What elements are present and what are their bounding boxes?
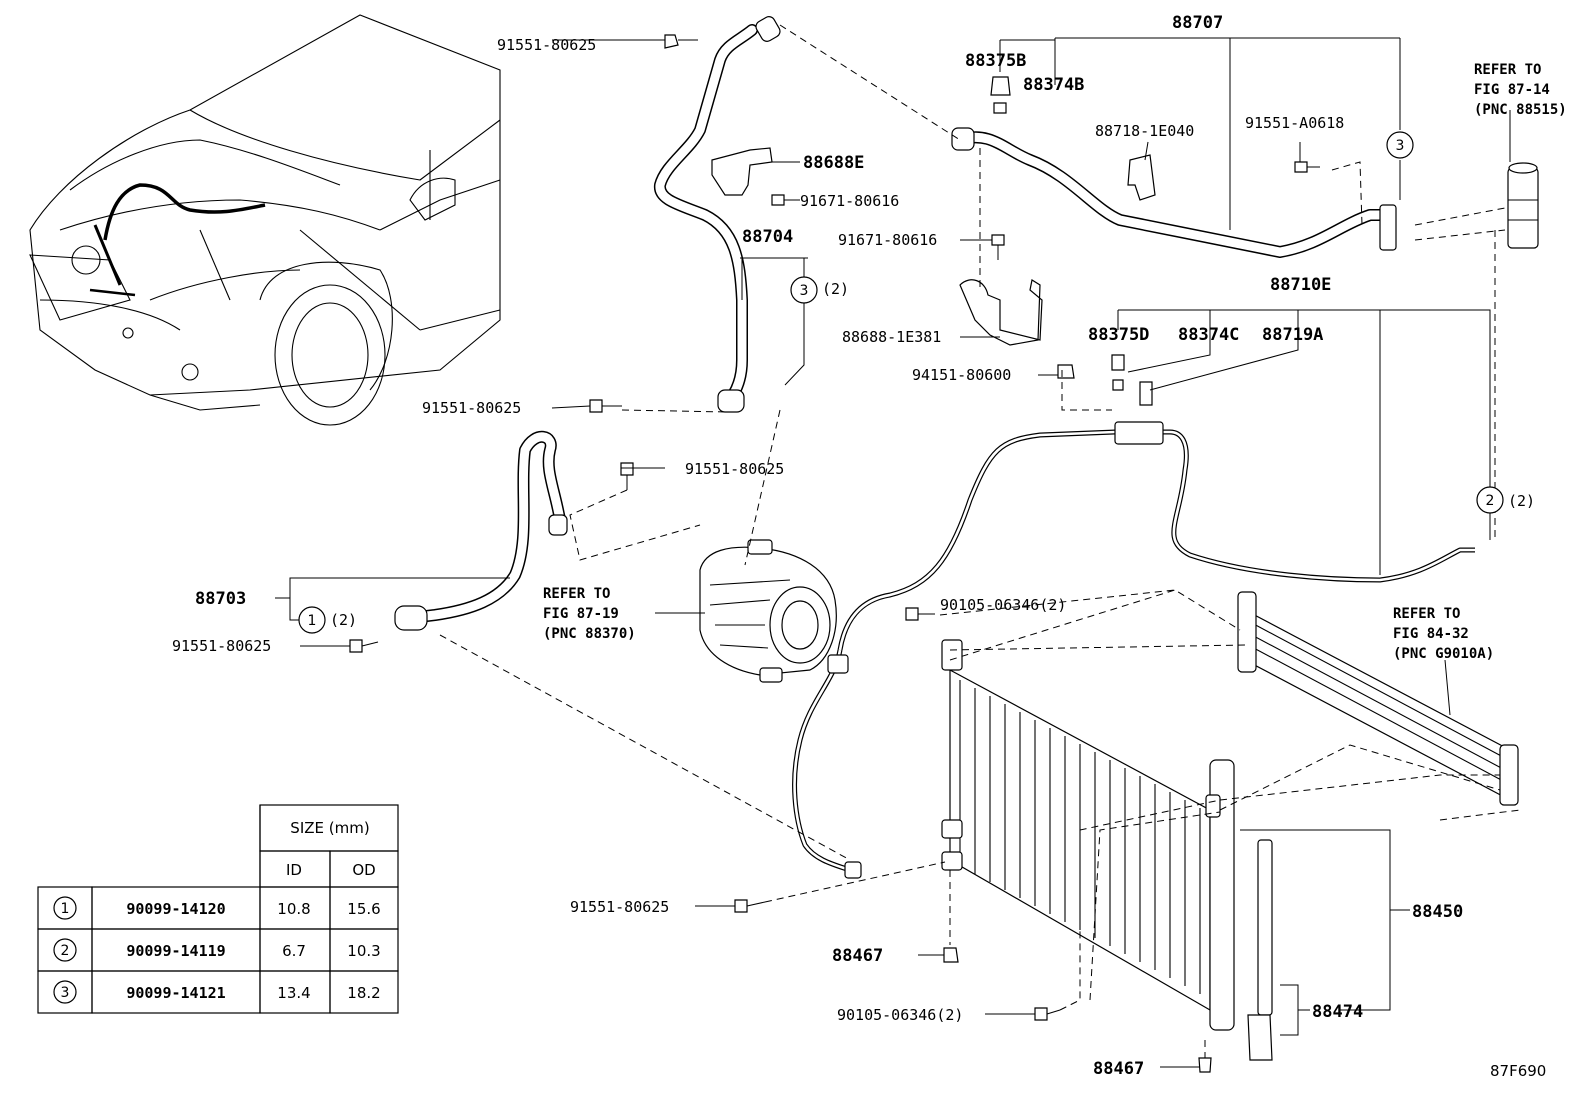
ref-87-19-line2: FIG 87-19	[543, 606, 619, 622]
label-88719A: 88719A	[1262, 325, 1323, 345]
row-part-number: 90099-14120	[126, 900, 225, 918]
label-88703: 88703	[195, 589, 246, 609]
ref-note-87-19: REFER TO FIG 87-19 (PNC 88370)	[543, 586, 636, 642]
ref-87-19-line1: REFER TO	[543, 586, 610, 602]
dashed-guides	[439, 24, 1521, 1058]
callout-2: 2	[1486, 493, 1495, 509]
condenser-88450	[941, 639, 1235, 1031]
ref-note-87-14: REFER TO FIG 87-14 (PNC 88515)	[1474, 62, 1567, 118]
row-key: 2	[61, 943, 70, 959]
qty-1-left: (2)	[330, 611, 357, 629]
label-88450: 88450	[1412, 902, 1463, 922]
row-id: 13.4	[277, 984, 310, 1002]
label-91551-80625-mid: 91551-80625	[685, 460, 784, 478]
figure-code: 87F690	[1490, 1062, 1546, 1080]
suction-tube-88707	[951, 127, 1397, 258]
ref-note-84-32: REFER TO FIG 84-32 (PNC G9010A)	[1393, 606, 1494, 662]
ref-87-14-line3: (PNC 88515)	[1474, 102, 1567, 118]
size-table-row: 2 90099-14119 6.7 10.3	[37, 928, 399, 972]
label-91551-A0618: 91551-A0618	[1245, 114, 1344, 132]
condenser-fins	[959, 680, 1201, 994]
label-88704: 88704	[742, 227, 793, 247]
label-90105-06346-bottom: 90105-06346(2)	[837, 1006, 963, 1024]
label-91551-80625-top: 91551-80625	[497, 36, 596, 54]
receiver-dryer-88474	[1247, 839, 1273, 1061]
qty-2-right: (2)	[1508, 492, 1535, 510]
label-88718-1E040: 88718-1E040	[1095, 122, 1194, 140]
label-88710E: 88710E	[1270, 275, 1331, 295]
label-91551-80625-low: 91551-80625	[172, 637, 271, 655]
label-88688-1E381: 88688-1E381	[842, 328, 941, 346]
label-94151-80600: 94151-80600	[912, 366, 1011, 384]
label-88474: 88474	[1312, 1002, 1363, 1022]
label-88467-mid: 88467	[832, 946, 883, 966]
size-table: SIZE (mm) ID OD 1 90099-14120 10.8 15.6 …	[37, 804, 399, 1014]
suction-hose-88704	[653, 16, 781, 413]
intercooler-assembly	[1237, 591, 1519, 806]
callout-1: 1	[308, 613, 317, 629]
size-table-col-od: OD	[352, 861, 375, 879]
label-88688E: 88688E	[803, 153, 864, 173]
row-key: 3	[61, 985, 70, 1001]
size-table-row: 1 90099-14120 10.8 15.6	[37, 886, 399, 930]
label-88467-bottom: 88467	[1093, 1059, 1144, 1079]
row-part-number: 90099-14119	[126, 942, 225, 960]
fasteners	[349, 34, 1320, 1073]
qty-3-mid: (2)	[822, 280, 849, 298]
ref-84-32-line3: (PNC G9010A)	[1393, 646, 1494, 662]
label-88707: 88707	[1172, 13, 1223, 33]
label-91551-80625-bottom: 91551-80625	[570, 898, 669, 916]
liquid-pipe-88710E	[792, 421, 1475, 879]
ref-84-32-line1: REFER TO	[1393, 606, 1460, 622]
part-labels: 88707 88375B 88374B 88718-1E040 91551-A0…	[172, 13, 1535, 1079]
size-table-col-id: ID	[286, 861, 302, 879]
callout-3-mid: 3	[800, 283, 809, 299]
callout-3-top: 3	[1396, 138, 1405, 154]
label-88375D: 88375D	[1088, 325, 1149, 345]
row-key: 1	[61, 901, 70, 917]
ref-87-14-line2: FIG 87-14	[1474, 82, 1550, 98]
label-91551-80625-left: 91551-80625	[422, 399, 521, 417]
label-88375B: 88375B	[965, 51, 1026, 71]
row-od: 15.6	[347, 900, 380, 918]
discharge-hose-88703	[394, 430, 568, 631]
ref-87-19-line3: (PNC 88370)	[543, 626, 636, 642]
label-90105-06346-top: 90105-06346(2)	[940, 596, 1066, 614]
row-part-number: 90099-14121	[126, 984, 225, 1002]
car-illustration	[29, 14, 501, 426]
row-od: 10.3	[347, 942, 380, 960]
row-id: 10.8	[277, 900, 310, 918]
label-88374B: 88374B	[1023, 75, 1084, 95]
label-91671-80616-mid: 91671-80616	[838, 231, 937, 249]
row-id: 6.7	[282, 942, 306, 960]
leader-lines	[275, 37, 1511, 1068]
label-88374C: 88374C	[1178, 325, 1239, 345]
row-od: 18.2	[347, 984, 380, 1002]
label-91671-80616-top: 91671-80616	[800, 192, 899, 210]
pressure-switch-88718	[1127, 154, 1156, 201]
ref-84-32-line2: FIG 84-32	[1393, 626, 1469, 642]
expansion-valve-block	[1507, 162, 1539, 249]
bracket-88688E	[711, 147, 773, 196]
size-table-header: SIZE (mm)	[290, 819, 369, 837]
ref-87-14-line1: REFER TO	[1474, 62, 1541, 78]
bracket-88688-1E381	[959, 279, 1043, 346]
callout-circles: 3 3 2 1	[298, 131, 1504, 634]
size-table-row: 3 90099-14121 13.4 18.2	[37, 970, 399, 1014]
compressor	[699, 539, 837, 683]
